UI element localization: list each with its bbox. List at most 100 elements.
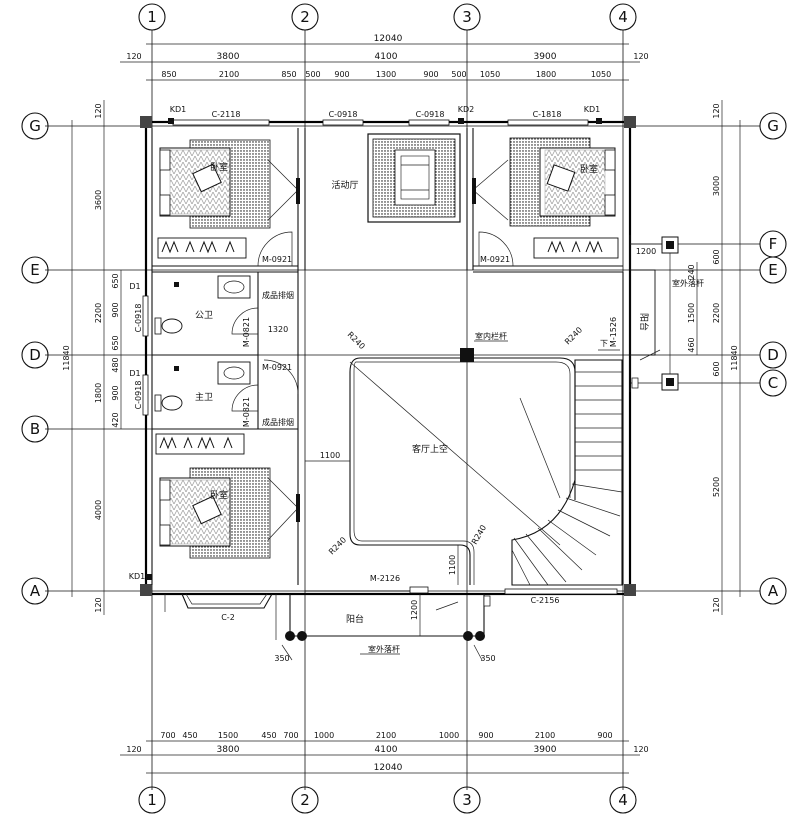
- svg-text:120: 120: [712, 597, 721, 612]
- svg-text:120: 120: [94, 103, 103, 118]
- kd-labels: KD1 KD2 KD1 KD1 D1 D1: [129, 105, 601, 581]
- svg-text:D1: D1: [129, 369, 140, 378]
- svg-text:1: 1: [147, 8, 157, 26]
- svg-text:1100: 1100: [320, 451, 340, 460]
- bedroom-top-left: 卧室 M-0921: [157, 139, 300, 267]
- top-dimensions: 12040 120 3800 4100 3900 120 850 2100 85…: [120, 34, 649, 81]
- svg-text:4000: 4000: [94, 500, 103, 520]
- svg-text:900: 900: [111, 385, 120, 400]
- svg-text:350: 350: [274, 654, 289, 663]
- dim-bottom-total: 12040: [374, 763, 403, 773]
- grid-bubble-D-left: D: [21, 341, 49, 369]
- svg-text:1: 1: [147, 791, 157, 809]
- svg-text:1100: 1100: [448, 555, 457, 575]
- svg-text:700: 700: [283, 731, 298, 740]
- walls: [140, 116, 636, 596]
- svg-text:室外落杆: 室外落杆: [672, 278, 704, 288]
- window-c2118: [172, 119, 270, 126]
- svg-text:4100: 4100: [375, 52, 398, 62]
- svg-text:3600: 3600: [94, 190, 103, 210]
- svg-text:1320: 1320: [268, 325, 288, 334]
- master-bathroom: 主卫 M-0821 成品排烟 M-0921: [154, 359, 299, 427]
- svg-text:M-0821: M-0821: [242, 317, 251, 347]
- svg-text:A: A: [768, 582, 779, 600]
- svg-text:下: 下: [600, 339, 608, 348]
- svg-text:420: 420: [111, 412, 120, 427]
- public-bathroom: 公卫 M-0821 成品排烟 1320: [154, 275, 294, 347]
- svg-text:卧室: 卧室: [580, 163, 598, 175]
- svg-text:1200: 1200: [636, 247, 656, 256]
- svg-text:1000: 1000: [314, 731, 334, 740]
- svg-text:120: 120: [126, 52, 141, 61]
- right-dimensions: 11840 120 3000 600 2200 600 5200 120 240…: [687, 100, 741, 615]
- svg-text:KD1: KD1: [584, 105, 601, 114]
- svg-text:1050: 1050: [480, 70, 500, 79]
- grid-bubble-A-left: A: [21, 577, 49, 605]
- svg-text:600: 600: [712, 361, 721, 376]
- svg-text:900: 900: [111, 302, 120, 317]
- grid-bubble-2-bottom: 2: [291, 786, 319, 814]
- svg-text:C-0918: C-0918: [416, 110, 445, 119]
- svg-text:阳台: 阳台: [346, 613, 364, 625]
- svg-text:2: 2: [300, 791, 310, 809]
- grid-bubble-G-left: G: [21, 112, 49, 140]
- svg-text:4: 4: [618, 791, 628, 809]
- svg-text:C-2118: C-2118: [212, 110, 241, 119]
- column-bl: [140, 584, 152, 596]
- svg-text:主卫: 主卫: [195, 391, 213, 403]
- svg-text:1200: 1200: [410, 600, 419, 620]
- spiral-stair: 下: [511, 339, 623, 586]
- living-void: 客厅上空 R240 R240 R240 R240 室内栏杆 1100 1100: [305, 325, 584, 585]
- svg-text:C: C: [768, 374, 778, 392]
- grid-bubble-E-right: E: [759, 256, 787, 284]
- svg-text:3: 3: [462, 791, 472, 809]
- grid-bubble-3-bottom: 3: [453, 786, 481, 814]
- svg-text:1800: 1800: [94, 383, 103, 403]
- dim-top-total: 12040: [374, 34, 403, 44]
- bottom-dimensions: 700 450 1500 450 700 1000 2100 1000 900 …: [120, 731, 649, 774]
- svg-text:3: 3: [462, 8, 472, 26]
- svg-text:2200: 2200: [94, 303, 103, 323]
- svg-text:成品排烟: 成品排烟: [262, 417, 294, 427]
- svg-text:2: 2: [300, 8, 310, 26]
- svg-text:室外落杆: 室外落杆: [368, 644, 400, 654]
- column-br: [624, 584, 636, 596]
- svg-text:2200: 2200: [712, 303, 721, 323]
- svg-text:室内栏杆: 室内栏杆: [475, 331, 507, 341]
- window-c0918-left-b: [142, 374, 149, 416]
- grid-bubble-A-right: A: [759, 577, 787, 605]
- svg-text:1050: 1050: [591, 70, 611, 79]
- svg-text:900: 900: [423, 70, 438, 79]
- svg-text:C-2156: C-2156: [531, 596, 560, 605]
- window-c0918-left-a: [142, 295, 149, 337]
- svg-text:120: 120: [712, 103, 721, 118]
- svg-text:2100: 2100: [535, 731, 555, 740]
- bedroom-top-right: 卧室 M-0921: [472, 137, 619, 267]
- svg-text:850: 850: [281, 70, 296, 79]
- svg-text:KD2: KD2: [458, 105, 475, 114]
- svg-text:M-0921: M-0921: [262, 255, 292, 264]
- svg-text:M-1526: M-1526: [609, 317, 618, 347]
- svg-text:D1: D1: [129, 282, 140, 291]
- svg-text:3900: 3900: [534, 52, 557, 62]
- svg-text:650: 650: [111, 273, 120, 288]
- svg-text:600: 600: [712, 249, 721, 264]
- svg-text:D: D: [29, 346, 41, 364]
- svg-text:B: B: [30, 420, 40, 438]
- svg-text:C-2: C-2: [221, 613, 235, 622]
- windows: C-2118 C-0918 C-0918 C-1818 C-0918 C-091…: [134, 110, 618, 622]
- svg-text:D: D: [767, 346, 779, 364]
- svg-text:120: 120: [633, 745, 648, 754]
- svg-text:5200: 5200: [712, 477, 721, 497]
- svg-text:1300: 1300: [376, 70, 396, 79]
- svg-text:350: 350: [480, 654, 495, 663]
- svg-text:R240: R240: [327, 535, 348, 556]
- left-dimensions: 11840 120 3600 2200 1800 4000 120 650 90…: [62, 100, 122, 615]
- grid-bubble-C-right: C: [759, 369, 787, 397]
- svg-text:480: 480: [111, 357, 120, 372]
- window-c2156: [504, 588, 618, 595]
- svg-text:E: E: [768, 261, 777, 279]
- grid-bubble-1-top: 1: [138, 3, 166, 31]
- svg-text:R240: R240: [346, 330, 367, 351]
